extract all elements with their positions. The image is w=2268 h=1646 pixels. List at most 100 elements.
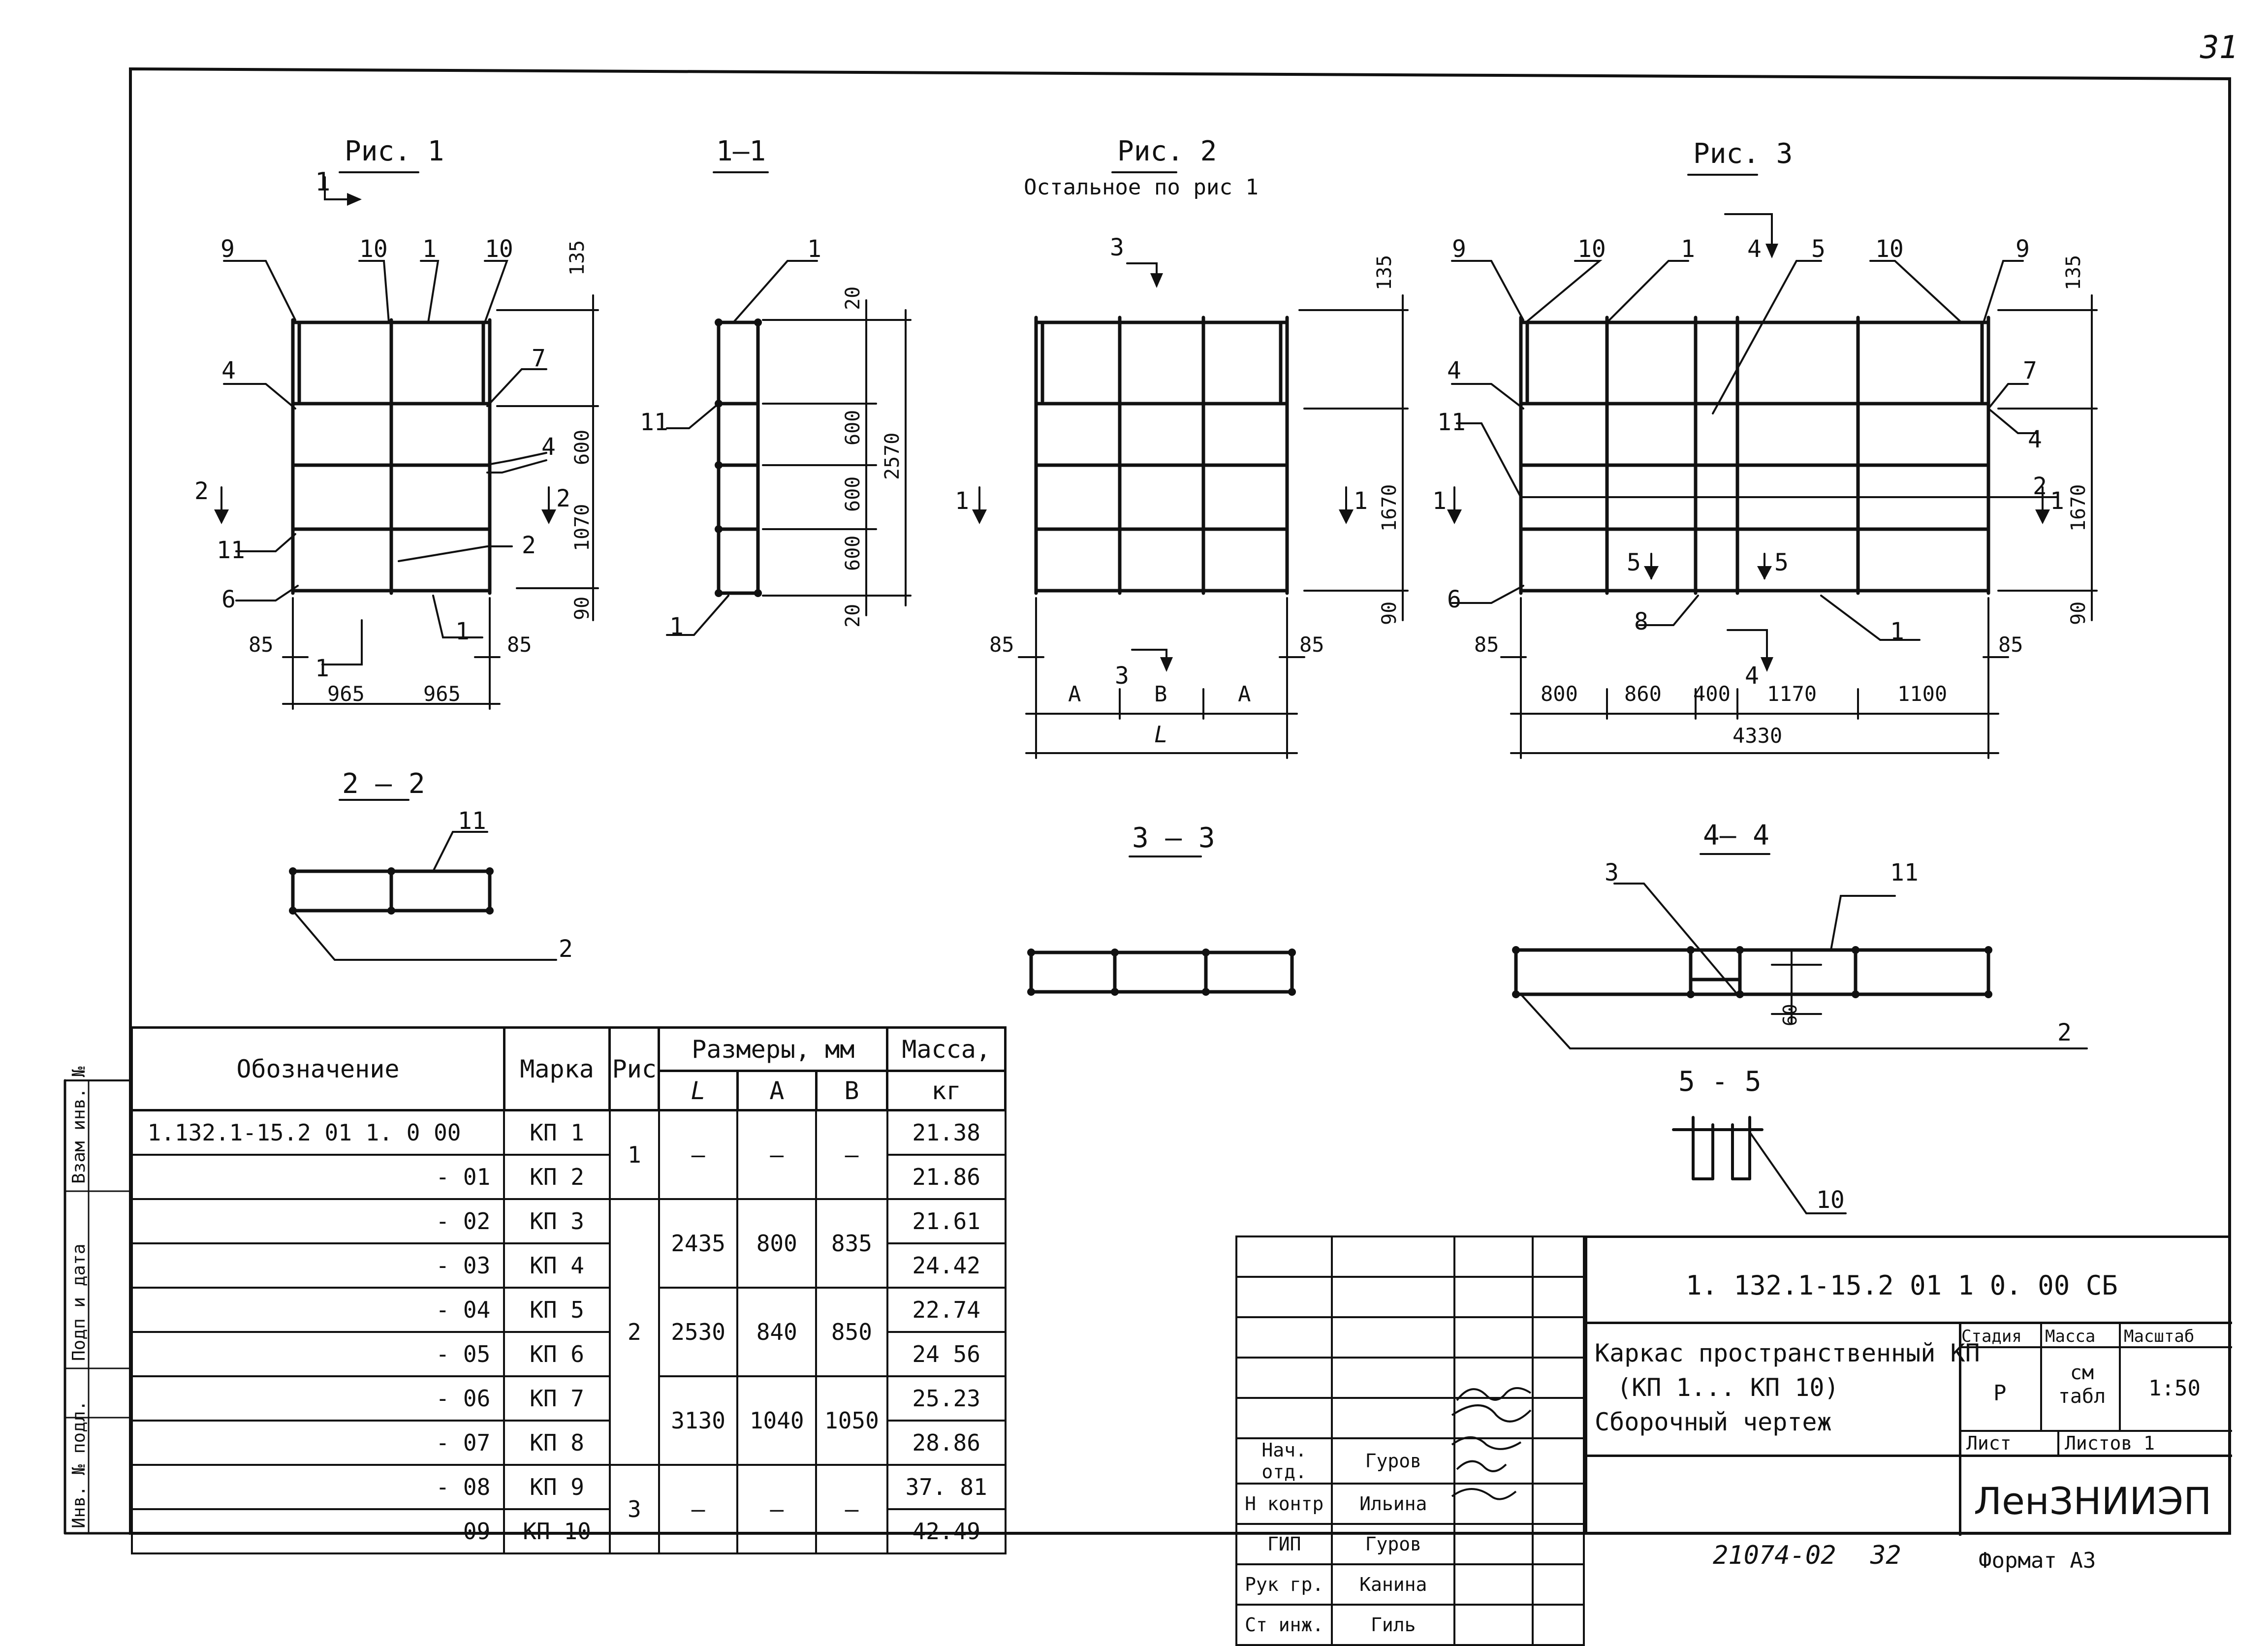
- sheet-frame: [129, 67, 2231, 1535]
- table-row: 1.132.1-15.2 01 1. 0 00 КП 1 1 — — — 21.…: [130, 1109, 1007, 1200]
- fig2-title: Рис. 2: [1117, 135, 1217, 167]
- callout: 11: [1890, 859, 1919, 886]
- callout: 3: [1110, 234, 1124, 261]
- dim: 600: [842, 476, 864, 512]
- section-1-1-cage: [717, 320, 760, 595]
- title-line: Сборочный чертеж: [1595, 1408, 1832, 1436]
- dim: 400: [1693, 682, 1731, 706]
- name-cell: Ильина: [1331, 1483, 1456, 1525]
- section-3-3-cage: [1029, 950, 1294, 994]
- callout: 10: [485, 235, 513, 263]
- dim: 85: [249, 633, 274, 657]
- header-b: В: [815, 1070, 889, 1111]
- fig3-cage: [1519, 316, 1990, 595]
- drawing-sheet: ​: [63, 67, 2231, 1535]
- dim: А: [1068, 682, 1081, 707]
- table-row: - 08 КП 9 3 — — — 37. 81: [130, 1464, 1007, 1554]
- dim: 965: [327, 682, 365, 706]
- callout: 5: [1627, 549, 1641, 576]
- callout: 2: [559, 935, 573, 963]
- callout: 1: [1432, 487, 1447, 515]
- callout: 11: [217, 537, 245, 564]
- section-4-4-title: 4— 4: [1703, 820, 1769, 852]
- fig2-subtitle: Остальное по рис 1: [1024, 175, 1259, 200]
- dim: 600: [842, 410, 864, 445]
- callout: 10: [1816, 1186, 1845, 1214]
- callout: 1: [315, 167, 331, 197]
- callout: 1: [669, 613, 684, 640]
- title-line: (КП 1... КП 10): [1617, 1373, 1839, 1402]
- section-2-2-title: 2 — 2: [342, 768, 425, 800]
- callout: 6: [1447, 586, 1461, 613]
- callout: 10: [1875, 235, 1904, 263]
- header-mark: Марка: [503, 1026, 611, 1111]
- dim: L: [1154, 721, 1168, 748]
- scale-value: 1:50: [2148, 1376, 2201, 1401]
- section-5-5-detail: [1672, 1116, 1764, 1180]
- dim: 1170: [1767, 682, 1817, 706]
- callout: 7: [2023, 357, 2037, 384]
- name-cell: Гиль: [1331, 1604, 1456, 1646]
- dim: 1100: [1897, 682, 1948, 706]
- dim: А: [1238, 682, 1251, 707]
- role-cell: ГИП: [1235, 1523, 1333, 1565]
- fig1-title: Рис. 1: [345, 135, 444, 167]
- dim: 1070: [571, 504, 594, 551]
- dim: 800: [1541, 682, 1578, 706]
- title-block: 1. 132.1-15.2 01 1 0. 00 СБ Каркас прост…: [1585, 1235, 2232, 1536]
- archive-number: 21074-02: [1713, 1541, 1836, 1570]
- section-4-4-cage: [1514, 948, 1990, 996]
- header-designation: Обозначение: [130, 1026, 505, 1111]
- callout: 1: [1890, 618, 1904, 645]
- dim: 4330: [1732, 724, 1783, 748]
- callout: 11: [640, 409, 668, 436]
- table-row: - 09 КП 10 42.49: [130, 1508, 1007, 1554]
- fig3-title: Рис. 3: [1693, 138, 1793, 170]
- format-label: Формат А3: [1979, 1548, 2096, 1573]
- header-l: L: [658, 1070, 739, 1111]
- table-row: - 02 КП 3 2 2435 800 835 21.61: [130, 1198, 1007, 1466]
- header-mass: Масса,: [886, 1026, 1007, 1072]
- dim: 600: [842, 535, 864, 571]
- scale-label: Масштаб: [2124, 1327, 2195, 1346]
- callout: 1: [422, 235, 437, 263]
- callout: 5: [1811, 235, 1826, 263]
- callout: 1: [1354, 487, 1368, 515]
- dim: 600: [571, 429, 594, 465]
- callout: 9: [1452, 235, 1466, 263]
- dim: 1670: [1378, 484, 1401, 532]
- side-label: Взам инв. №: [69, 1066, 89, 1184]
- dim: 135: [566, 240, 589, 276]
- callout: 10: [359, 235, 388, 263]
- callout: 4: [1447, 357, 1461, 384]
- section-5-5-title: 5 - 5: [1678, 1066, 1762, 1098]
- header-mass-unit: кг: [886, 1070, 1007, 1111]
- callout: 1: [455, 618, 470, 645]
- dim: 85: [507, 633, 532, 657]
- callout: 9: [2016, 235, 2030, 263]
- dim: 85: [1474, 633, 1499, 657]
- role-cell: Рук гр.: [1235, 1563, 1333, 1606]
- side-label: Инв. № подл.: [69, 1400, 89, 1528]
- stage-value: Р: [1993, 1381, 2007, 1406]
- callout: 1: [955, 487, 969, 515]
- callout: 4: [1747, 235, 1762, 263]
- callout: 1: [807, 235, 821, 263]
- callout: 9: [220, 235, 235, 263]
- table-row: - 03 КП 4 24.42: [130, 1242, 1007, 1289]
- role-cell: Н контр: [1235, 1483, 1333, 1525]
- stage-label: Стадия: [1961, 1327, 2022, 1346]
- callout: 10: [1577, 235, 1606, 263]
- dim: 90: [571, 596, 594, 620]
- section-3-3-title: 3 — 3: [1132, 822, 1215, 854]
- callout: 3: [1115, 662, 1129, 690]
- role-cell: Ст инж.: [1235, 1604, 1333, 1646]
- name-cell: Канина: [1331, 1563, 1456, 1606]
- header-a: А: [736, 1070, 818, 1111]
- callout: 5: [1774, 549, 1789, 576]
- callout: 2: [522, 532, 536, 559]
- dim: 1670: [2067, 484, 2090, 532]
- dim: 20: [842, 286, 864, 310]
- mass-label: Масса: [2045, 1327, 2096, 1346]
